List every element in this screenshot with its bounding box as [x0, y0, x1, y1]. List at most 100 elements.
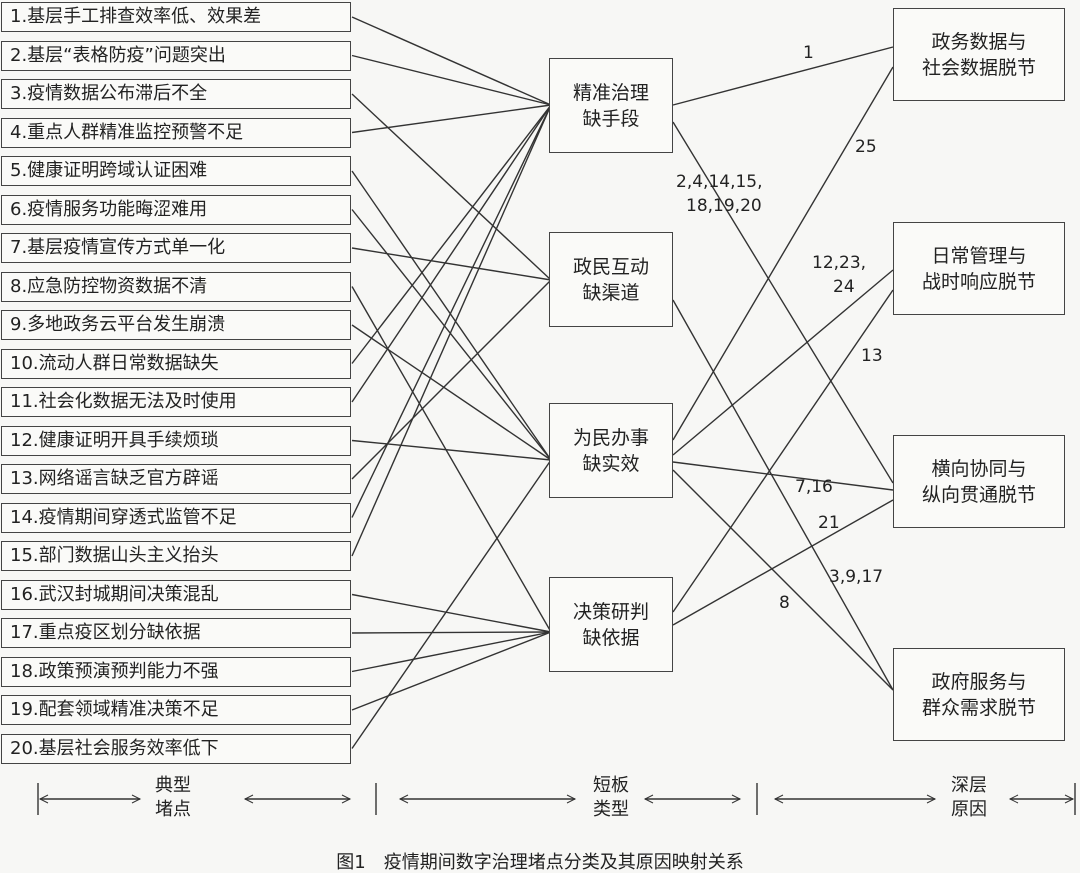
edge-label: 18,19,20 — [686, 196, 762, 216]
arrowhead-icon — [38, 794, 49, 804]
shortfall-type-box: 精准治理缺手段 — [549, 58, 673, 153]
connector-line — [672, 66, 894, 441]
cause-label: 战时响应脱节 — [921, 270, 1036, 293]
connector-line — [351, 104, 552, 364]
connector-line — [351, 170, 552, 461]
connector-line — [351, 104, 552, 518]
legend-deep-causes: 深层原因 — [951, 775, 987, 820]
blockage-item: 12.健康证明开具手续烦琐 — [1, 425, 351, 456]
connector-line — [672, 469, 894, 691]
blockage-item: 1.基层手工排查效率低、效果差 — [1, 2, 351, 32]
edge-label: 1 — [803, 43, 814, 63]
connector-line — [351, 286, 552, 633]
arrowhead-icon — [243, 794, 254, 804]
arrowhead-icon — [398, 794, 409, 804]
blockage-item: 11.社会化数据无法及时使用 — [1, 387, 351, 417]
shortfall-label: 为民办事 — [572, 426, 649, 449]
edge-label: 25 — [855, 137, 877, 157]
arrowhead-icon — [643, 794, 654, 804]
cause-label: 社会数据脱节 — [921, 56, 1036, 79]
edge-label: 21 — [818, 513, 840, 533]
connector-line — [351, 631, 552, 711]
blockage-item: 14.疫情期间穿透式监管不足 — [1, 502, 351, 533]
arrowhead-icon — [341, 794, 352, 804]
cause-label: 日常管理与 — [931, 244, 1027, 267]
connector-line — [351, 459, 552, 749]
blockage-item: 13.网络谣言缺乏官方辟谣 — [1, 464, 351, 494]
arrowhead-icon — [566, 794, 577, 804]
blockage-item: 10.流动人群日常数据缺失 — [1, 348, 351, 379]
connector-line — [351, 593, 552, 633]
blockage-item: 2.基层“表格防疫”问题突出 — [1, 40, 351, 71]
shortfall-type-box: 为民办事缺实效 — [549, 403, 673, 498]
edge-label: 13 — [861, 346, 883, 366]
connector-line — [351, 93, 552, 281]
deep-cause-box: 横向协同与纵向贯通脱节 — [893, 435, 1065, 528]
connector-line — [672, 299, 894, 691]
figure-caption: 图1 疫情期间数字治理堵点分类及其原因映射关系 — [336, 852, 744, 873]
cause-label: 政府服务与 — [931, 670, 1027, 693]
blockage-item: 16.武汉封城期间决策混乱 — [1, 579, 351, 610]
shortfall-label: 缺实效 — [582, 452, 640, 475]
shortfall-label: 缺渠道 — [582, 281, 640, 304]
edge-label: 8 — [779, 593, 790, 613]
connector-line — [351, 209, 552, 461]
arrowhead-icon — [131, 794, 142, 804]
blockage-item: 9.多地政务云平台发生崩溃 — [1, 310, 351, 340]
connector-line — [672, 461, 894, 491]
connector-line — [351, 104, 552, 403]
deep-cause-box: 日常管理与战时响应脱节 — [893, 222, 1065, 315]
connector-line — [351, 247, 552, 281]
cause-label: 政务数据与 — [931, 30, 1027, 53]
shortfall-type-box: 政民互动缺渠道 — [549, 232, 673, 327]
cause-label: 横向协同与 — [931, 457, 1027, 480]
blockage-item: 3.疫情数据公布滞后不全 — [1, 79, 351, 109]
blockage-item: 8.应急防控物资数据不清 — [1, 271, 351, 302]
connector-line — [351, 16, 552, 106]
shortfall-label: 缺手段 — [582, 107, 640, 130]
shortfall-label: 精准治理 — [572, 81, 649, 104]
arrowhead-icon — [773, 794, 784, 804]
connector-line — [351, 104, 552, 134]
shortfall-label: 政民互动 — [572, 255, 649, 278]
edge-label: 2,4,14,15, — [676, 172, 763, 192]
cause-label: 纵向贯通脱节 — [921, 483, 1036, 506]
arrowhead-icon — [926, 794, 937, 804]
shortfall-type-box: 决策研判缺依据 — [549, 577, 673, 672]
blockage-item: 7.基层疫情宣传方式单一化 — [1, 233, 351, 263]
cause-label: 群众需求脱节 — [921, 696, 1036, 719]
connector-line — [351, 104, 552, 557]
connector-line — [672, 121, 894, 484]
deep-cause-box: 政府服务与群众需求脱节 — [893, 648, 1065, 741]
arrowhead-icon — [1064, 794, 1075, 804]
connector-line — [351, 54, 552, 106]
arrowhead-icon — [731, 794, 742, 804]
connector-line — [351, 279, 552, 480]
blockage-item: 6.疫情服务功能晦涩难用 — [1, 194, 351, 225]
blockage-item: 18.政策预演预判能力不强 — [1, 656, 351, 687]
connector-line — [672, 46, 894, 106]
edge-label: 7,16 — [795, 477, 833, 497]
blockage-item: 4.重点人群精准监控预警不足 — [1, 117, 351, 148]
arrowhead-icon — [1008, 794, 1019, 804]
connector-line — [351, 324, 552, 461]
legend-typical-blockages: 典型堵点 — [155, 775, 191, 820]
blockage-item: 19.配套领域精准决策不足 — [1, 695, 351, 725]
deep-cause-box: 政务数据与社会数据脱节 — [893, 8, 1065, 101]
blockage-item: 17.重点疫区划分缺依据 — [1, 618, 351, 648]
connector-line — [672, 289, 894, 613]
blockage-item: 5.健康证明跨域认证困难 — [1, 156, 351, 186]
connector-line — [351, 439, 552, 461]
connector-line — [672, 269, 894, 456]
connector-line — [351, 631, 552, 634]
blockage-item: 20.基层社会服务效率低下 — [1, 733, 351, 764]
connector-line — [672, 499, 894, 626]
connector-line — [351, 631, 552, 673]
blockage-item: 15.部门数据山头主义抬头 — [1, 541, 351, 571]
edge-label: 12,23, — [812, 253, 867, 273]
shortfall-label: 缺依据 — [582, 626, 640, 649]
edge-label: 3,9,17 — [829, 567, 884, 587]
legend-shortfall-types: 短板类型 — [593, 775, 629, 820]
